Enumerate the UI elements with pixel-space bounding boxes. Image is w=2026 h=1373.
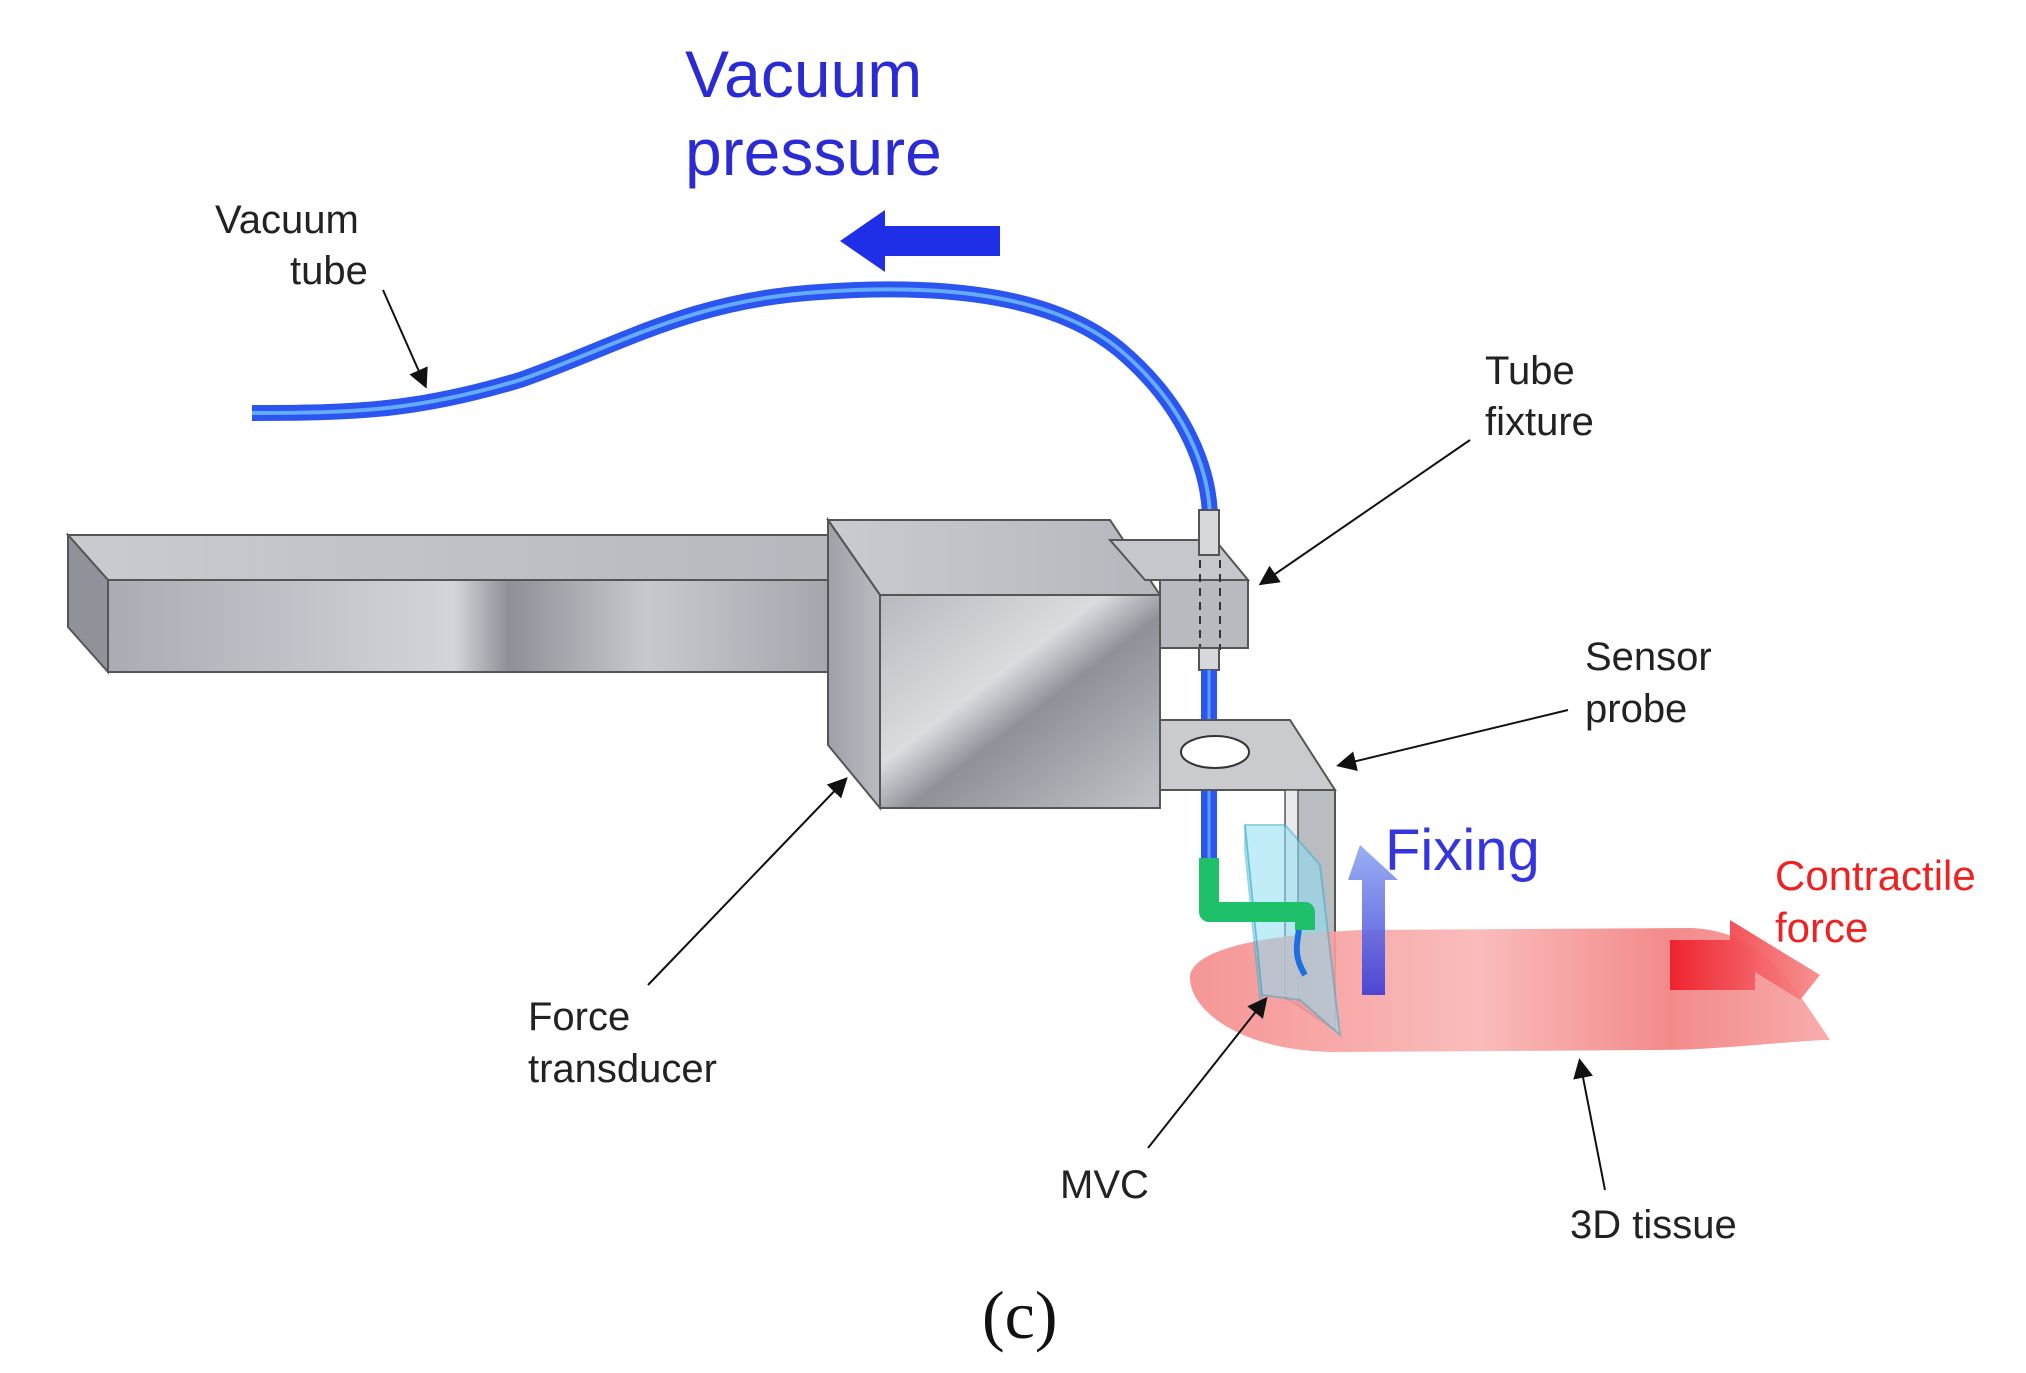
vacuum-tube-label-line1: Vacuum xyxy=(215,198,359,242)
fixing-arrow xyxy=(1348,845,1398,995)
transducer-arm xyxy=(65,532,883,675)
mvc-block xyxy=(1243,824,1342,1038)
contractile-force-label-line1: Contractile xyxy=(1775,852,1976,899)
vacuum-tube-label-line2: tube xyxy=(290,249,368,293)
leader-mvc xyxy=(1147,996,1268,1149)
force-transducer-label-line2: transducer xyxy=(528,1047,717,1091)
vacuum-pressure-label-line2: pressure xyxy=(685,115,942,189)
panel-label: (c) xyxy=(982,1277,1057,1353)
sensor-probe-label-line2: probe xyxy=(1585,687,1687,731)
tube-fixture-label-line2: fixture xyxy=(1485,400,1594,444)
sensor-probe-label-line1: Sensor xyxy=(1585,635,1712,679)
contractile-force-arrow xyxy=(1670,920,1820,1000)
tissue-label: 3D tissue xyxy=(1570,1203,1737,1247)
vacuum-pressure-label-line1: Vacuum xyxy=(685,37,922,111)
tube-fixture-block xyxy=(1107,509,1251,650)
leader-sensor-probe xyxy=(1336,709,1569,771)
force-transducer-label-line1: Force xyxy=(528,995,630,1039)
force-transducer-block xyxy=(826,516,1162,811)
mvc-label: MVC xyxy=(1060,1163,1149,1207)
green-connector xyxy=(1199,858,1315,930)
leader-vacuum-tube xyxy=(382,289,428,389)
leader-force-transducer xyxy=(647,777,848,986)
contractile-force-label-line2: force xyxy=(1775,904,1868,951)
leader-tissue xyxy=(1573,1058,1606,1191)
vacuum-pressure-arrow xyxy=(840,210,1000,272)
fixing-label: Fixing xyxy=(1385,818,1540,883)
leader-tube-fixture xyxy=(1258,439,1471,586)
tube-fixture-label-line1: Tube xyxy=(1485,349,1575,393)
vacuum-tube xyxy=(251,281,1218,521)
